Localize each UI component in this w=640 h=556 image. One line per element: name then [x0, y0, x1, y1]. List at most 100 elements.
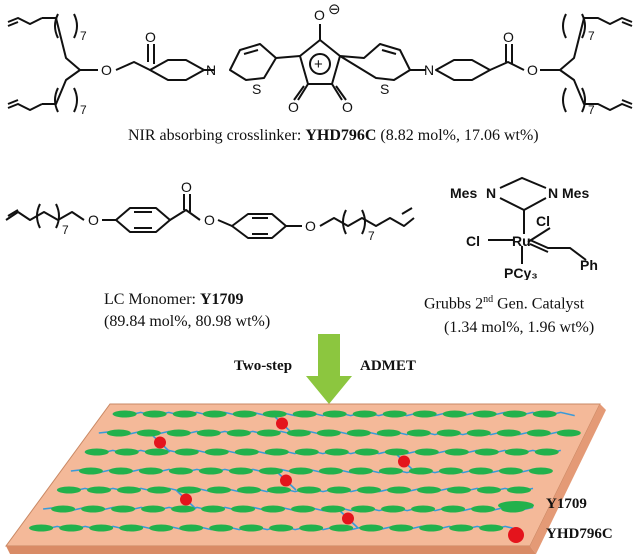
mesogen-unit — [504, 448, 529, 456]
mesogen-unit — [496, 429, 521, 437]
mesogen-unit — [318, 467, 343, 475]
mesogen-unit — [327, 486, 351, 494]
mesogen-unit — [231, 505, 256, 513]
catalyst-caption-suffix: Gen. Catalyst — [493, 295, 585, 313]
mesogen-unit — [119, 524, 144, 532]
mesogen-unit — [168, 467, 193, 475]
crosslinker-node — [398, 455, 410, 468]
mesogen-unit — [526, 429, 551, 437]
mesogen-unit — [534, 448, 559, 456]
reaction-arrow-icon — [306, 334, 352, 404]
mesogen-unit — [288, 467, 313, 475]
mesogen-unit — [256, 429, 281, 437]
mesogen-unit — [78, 467, 103, 475]
mesogen-unit — [207, 486, 231, 494]
crosslinker-s-right: S — [380, 81, 389, 97]
mesogen-unit — [556, 429, 581, 437]
mesogen-unit — [449, 524, 474, 532]
crosslinker-o-right: O — [527, 62, 538, 78]
catalyst-caption-sup: nd — [483, 294, 494, 305]
mesogen-unit — [258, 467, 283, 475]
legend-label-yhd796c: YHD796C — [546, 526, 613, 542]
crosslinker-structure: O ⊖ + O O N S O O S N O O 7 7 7 7 — [7, 1, 633, 117]
monomer-structure: O O O O 7 7 — [5, 180, 415, 243]
catalyst-ru: Ru — [512, 233, 531, 249]
mesogen-unit — [264, 448, 289, 456]
mesogen-unit — [269, 524, 294, 532]
mesogen-unit — [528, 467, 553, 475]
monomer-name: Y1709 — [200, 291, 244, 308]
mesogen-unit — [324, 448, 349, 456]
mesogen-unit — [329, 524, 354, 532]
mesogen-unit — [261, 505, 286, 513]
crosslinker-o-carbonyl-left: O — [145, 29, 156, 45]
mesogen-unit — [387, 486, 411, 494]
mesogen-unit — [348, 467, 373, 475]
mesogen-unit — [87, 486, 111, 494]
mesogen-unit — [144, 448, 169, 456]
mesogen-unit — [378, 467, 403, 475]
mesogen-unit — [198, 467, 223, 475]
crosslinker-node — [342, 512, 354, 525]
mesogen-unit — [384, 448, 409, 456]
mesogen-unit — [114, 448, 139, 456]
mesogen-unit — [479, 524, 504, 532]
mesogen-unit — [354, 448, 379, 456]
mesogen-unit — [381, 505, 406, 513]
mesogen-unit — [472, 410, 497, 418]
crosslinker-s-left: S — [252, 81, 261, 97]
monomer-chain-2: 7 — [368, 229, 375, 243]
monomer-o-carbonyl: O — [181, 180, 192, 195]
mesogen-unit — [149, 524, 174, 532]
mesogen-unit — [201, 505, 226, 513]
monomer-o-2: O — [305, 218, 316, 234]
mesogen-unit — [57, 486, 81, 494]
mesogen-unit — [196, 429, 221, 437]
slab-front — [6, 546, 536, 554]
catalyst-pcy3: PCy₃ — [504, 265, 538, 280]
catalyst-n-left: N — [486, 185, 496, 201]
mesogen-unit — [29, 524, 54, 532]
crosslinker-o-ketone-right: O — [342, 99, 353, 115]
crosslinker-chain-3: 7 — [588, 29, 595, 43]
monomer-caption: LC Monomer: Y1709 — [104, 290, 244, 310]
crosslinker-amount: (8.82 mol%, 17.06 wt%) — [376, 127, 539, 144]
mesogen-unit — [299, 524, 324, 532]
mesogen-unit — [286, 429, 311, 437]
mesogen-unit — [414, 448, 439, 456]
mesogen-unit — [474, 448, 499, 456]
catalyst-structure: Mes N N Mes Cl Cl Ru Ph PCy₃ — [450, 176, 598, 280]
mesogen-unit — [267, 486, 291, 494]
crosslinker-name: YHD796C — [305, 127, 377, 144]
mesogen-unit — [389, 524, 414, 532]
mesogen-unit — [111, 505, 136, 513]
mesogen-unit — [262, 410, 287, 418]
mesogen-unit — [412, 410, 437, 418]
legend: Y1709 YHD796C — [494, 494, 634, 554]
mesogen-unit — [294, 448, 319, 456]
mesogen-unit — [179, 524, 204, 532]
crosslinker-node — [180, 493, 192, 506]
mesogen-unit — [507, 486, 531, 494]
mesogen-unit — [136, 429, 161, 437]
crosslinker-caption-prefix: NIR absorbing crosslinker: — [128, 127, 306, 144]
catalyst-mes-left: Mes — [450, 185, 477, 201]
mesogen-unit — [346, 429, 371, 437]
mesogen-unit — [444, 448, 469, 456]
catalyst-caption: Grubbs 2nd Gen. Catalyst — [424, 290, 584, 314]
mesogen-unit — [292, 410, 317, 418]
mesogen-unit — [147, 486, 171, 494]
legend-item-yhd796c: YHD796C — [494, 524, 634, 548]
mesogen-unit — [357, 486, 381, 494]
mesogen-unit — [202, 410, 227, 418]
mesogen-unit — [419, 524, 444, 532]
mesogen-unit — [166, 429, 191, 437]
crosslinker-n-right: N — [424, 62, 434, 78]
crosslinker-node — [280, 474, 292, 487]
catalyst-caption-prefix: Grubbs 2 — [424, 295, 484, 313]
mesogen-unit — [442, 410, 467, 418]
crosslinker-chain-2: 7 — [80, 103, 87, 117]
mesogen-unit — [138, 467, 163, 475]
mesogen-unit — [382, 410, 407, 418]
crosslinker-o-minus: O — [314, 7, 325, 23]
